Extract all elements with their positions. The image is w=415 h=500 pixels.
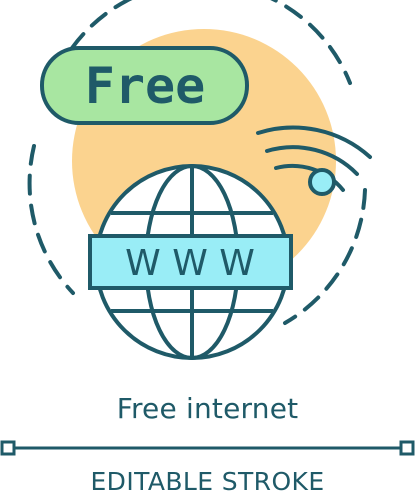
divider-right-handle	[399, 440, 415, 456]
www-banner: W W W	[88, 234, 293, 290]
dashed-orbit-ring	[27, 0, 367, 325]
free-badge: Free	[40, 46, 249, 125]
free-badge-label: Free	[85, 57, 205, 115]
caption-divider	[0, 440, 415, 456]
wifi-dot	[308, 168, 336, 196]
editable-stroke-label: EDITABLE STROKE	[90, 467, 325, 496]
wifi-icon	[256, 125, 372, 196]
divider-left-handle	[0, 440, 16, 456]
www-banner-label: W W W	[125, 243, 255, 284]
illustration-title: Free internet	[116, 392, 299, 425]
